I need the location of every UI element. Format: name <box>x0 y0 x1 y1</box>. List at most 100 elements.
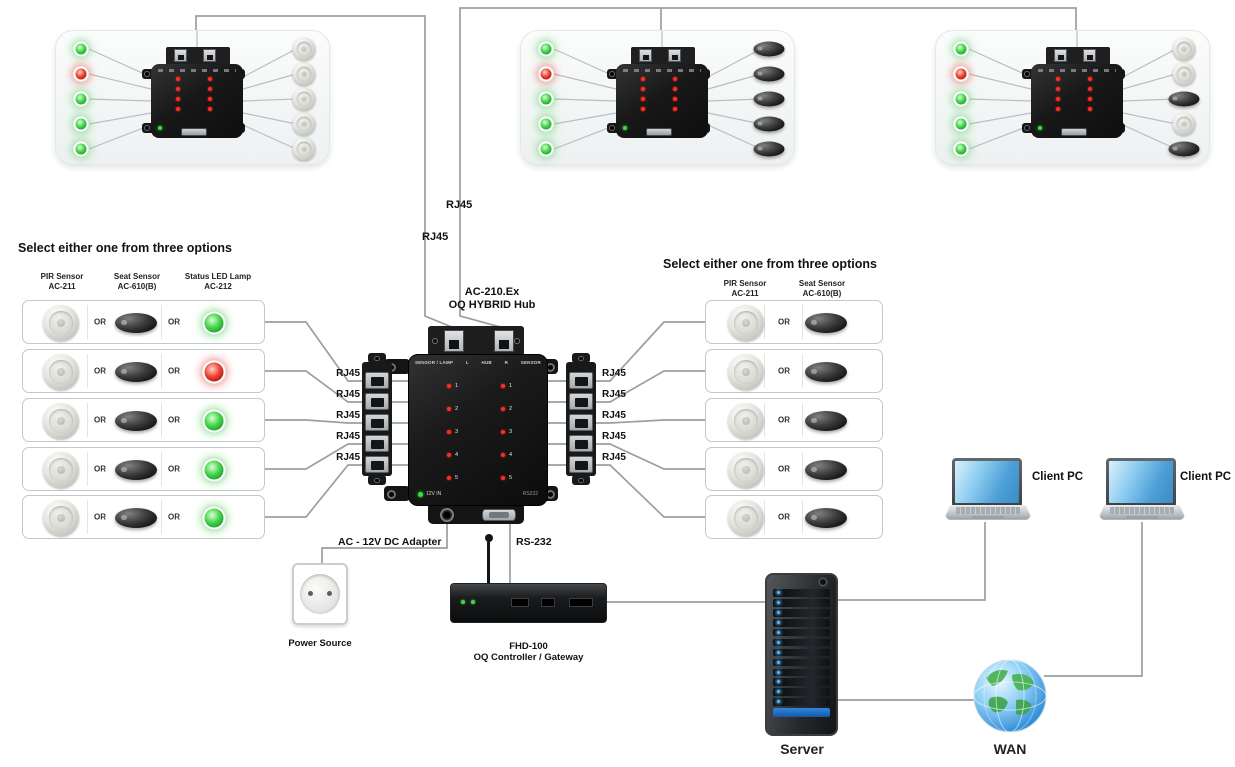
mount-ear-icon <box>384 486 410 501</box>
client-pc-label: Client PC <box>1180 471 1232 483</box>
rj45-label: RJ45 <box>336 452 360 463</box>
status-led-lamp <box>204 362 224 382</box>
column-model: AC-212 <box>204 281 232 291</box>
rj45-label: RJ45 <box>336 410 360 421</box>
server-slat <box>773 589 830 597</box>
laptop-keyboard-icon <box>944 505 1032 520</box>
gateway-label: FHD-100 OQ Controller / Gateway <box>450 641 607 663</box>
server-slat <box>773 638 830 647</box>
divider <box>87 500 88 534</box>
status-led-lamp <box>955 43 967 55</box>
led-dot <box>447 384 451 388</box>
led-dot <box>641 97 645 101</box>
silkscreen-text: HUB <box>481 360 492 365</box>
led-dot <box>208 77 212 81</box>
rj45-strip-right <box>566 353 596 485</box>
divider <box>161 500 162 534</box>
divider <box>161 305 162 339</box>
column-header-led: Status LED Lamp AC-212 <box>172 272 264 291</box>
panel-hub-uplink-ports <box>166 47 230 65</box>
serial-label: RS232 <box>522 491 538 497</box>
power-led-dot <box>1038 126 1042 130</box>
led-dot <box>447 476 451 480</box>
rj45-port-r-icon <box>494 330 514 352</box>
hub-channel-indicator: 2 <box>501 406 512 412</box>
column-model: AC-211 <box>731 288 759 298</box>
power-led-dot <box>418 491 423 497</box>
status-led-lamp <box>540 118 552 130</box>
sensor-device <box>1172 37 1196 61</box>
lan-port-icon <box>569 598 593 607</box>
status-led-lamp <box>204 313 224 333</box>
rj45-jack-icon <box>365 456 389 473</box>
hub-channel-indicator: 2 <box>447 406 458 412</box>
led-dot <box>208 97 212 101</box>
rj45-jack-icon <box>365 393 389 410</box>
room-panel-3 <box>935 30 1210 165</box>
power-source-label: Power Source <box>288 638 352 649</box>
column-header-seat: Seat Sensor AC-610(B) <box>780 279 864 298</box>
hub-product-name: OQ HYBRID Hub <box>448 298 536 311</box>
hub-channel-indicator: 4 <box>447 452 458 458</box>
option-row: OR <box>705 447 883 491</box>
column-model: AC-610(B) <box>117 281 157 291</box>
hdmi-port-icon <box>541 598 555 607</box>
led-dot <box>176 97 180 101</box>
hub-silkscreen <box>1038 69 1116 72</box>
channel-number: 4 <box>509 452 513 458</box>
mount-tab-icon <box>572 353 590 363</box>
status-led-lamp <box>540 68 552 80</box>
or-label: OR <box>168 317 180 327</box>
status-led-lamp <box>540 43 552 55</box>
option-row: OR OR <box>22 447 265 491</box>
server-slat <box>773 599 830 607</box>
divider <box>802 403 803 437</box>
laptop-screen-icon <box>1106 458 1176 506</box>
sensor-device <box>1168 141 1200 157</box>
channel-number: 5 <box>455 475 459 481</box>
led-dot <box>176 87 180 91</box>
screw-icon <box>514 338 520 344</box>
rj45-label: RJ45 <box>602 389 626 400</box>
or-label: OR <box>778 366 790 376</box>
led-dot <box>501 384 505 388</box>
client-pc-2 <box>1098 458 1186 528</box>
rj45-jack-icon <box>569 393 593 410</box>
status-led-lamp <box>75 43 87 55</box>
server-slat <box>773 688 830 696</box>
rj45-jack-icon <box>365 435 389 452</box>
option-row: OR OR <box>22 398 265 442</box>
option-row: OR OR <box>22 349 265 393</box>
sensor-device <box>292 137 316 161</box>
seat-sensor <box>805 362 847 382</box>
led-dot <box>176 107 180 111</box>
rj45-jack-icon <box>569 414 593 431</box>
mount-tab-icon <box>368 475 386 485</box>
led-dot <box>673 87 677 91</box>
status-led-lamp <box>75 143 87 155</box>
pir-sensor <box>728 452 764 488</box>
client-pc-1 <box>944 458 1032 528</box>
server-slat <box>773 668 830 677</box>
sensor-device <box>753 66 785 82</box>
status-led-lamp <box>204 411 224 431</box>
rj45-jack-icon <box>365 372 389 389</box>
led-dot <box>1056 97 1060 101</box>
channel-number: 2 <box>509 406 513 412</box>
sensor-device <box>1168 91 1200 107</box>
rj45-port-icon <box>203 49 216 62</box>
mount-tab-icon <box>572 475 590 485</box>
usb-port-icon <box>511 598 529 607</box>
status-led-lamp <box>955 68 967 80</box>
pir-sensor <box>43 452 79 488</box>
rj45-jack-icon <box>569 456 593 473</box>
hub-channel-indicator: 4 <box>501 452 512 458</box>
channel-number: 5 <box>509 475 513 481</box>
status-led-lamp <box>75 118 87 130</box>
pir-sensor <box>43 500 79 536</box>
left-row-wires <box>265 321 408 518</box>
or-label: OR <box>168 415 180 425</box>
server-slat <box>773 628 830 637</box>
or-label: OR <box>778 464 790 474</box>
or-label: OR <box>778 415 790 425</box>
